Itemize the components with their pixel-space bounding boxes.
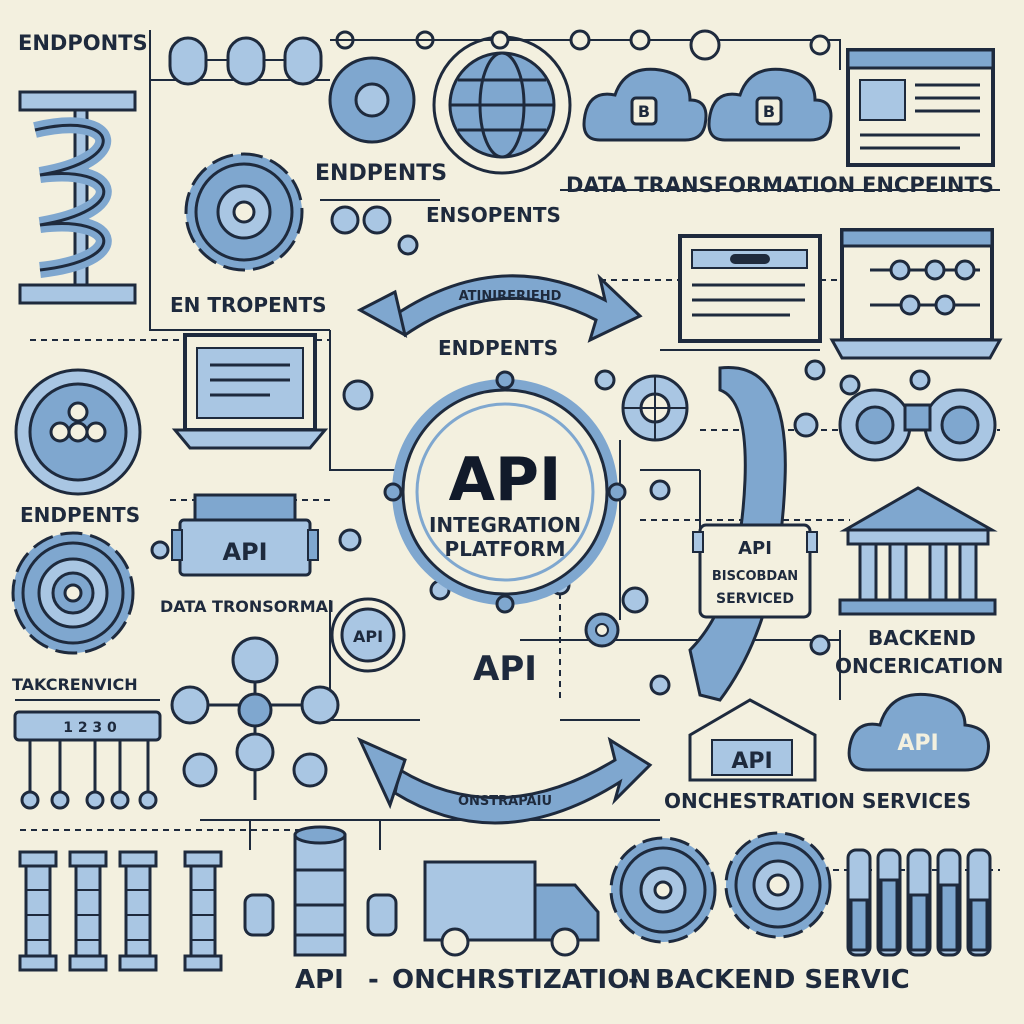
test-tube-rack-icon [846, 848, 992, 957]
small-node-right-of-center [584, 612, 620, 648]
api-service-line2: BISCOBDAN [712, 569, 798, 584]
bottom-arrow-text: ONSTRAPAIU [458, 794, 552, 809]
gear-icon-left [11, 531, 135, 655]
warehouse-api-icon: API [688, 698, 817, 782]
top-arrow-text: ATINIRERIEHD [459, 289, 562, 304]
lock-pin-icons [243, 893, 398, 937]
platform-subtitle-line2: PLATFORM [445, 537, 566, 561]
cloud-icon-1: B [582, 67, 708, 142]
network-node-cluster [170, 636, 340, 800]
label-backend-line1: BACKEND [868, 626, 976, 650]
api-server-stack: API [171, 493, 319, 577]
label-backend-line2: ONCERICATION [835, 654, 1003, 678]
database-icon [293, 825, 347, 957]
gear-icon-bottom-1 [609, 836, 717, 944]
label-endpoints-upper-center: ENDPENTS [315, 161, 447, 186]
api-service-line3: SERVICED [716, 591, 794, 607]
api-circle-node: API [330, 597, 406, 673]
octagon-node-icon [328, 30, 435, 144]
dashboard-window-icon [678, 234, 822, 343]
central-platform-ring: API INTEGRATION PLATFORM [383, 370, 627, 614]
coin-node-icon [14, 368, 142, 496]
compass-node-icon [621, 374, 689, 442]
label-orchestration-services: ONCHESTRATION SERVICES [664, 789, 971, 813]
bottom-caption: API - ONCHRSTIZATION - BACKEND SERVIC [295, 965, 910, 995]
label-endpoints-center: ENDPENTS [438, 336, 558, 360]
label-endpoints-left-mid: ENDPENTS [20, 503, 140, 527]
bank-building-icon [838, 486, 998, 616]
warehouse-api-label: API [731, 749, 772, 774]
caption-orchestration: ONCHRSTIZATION [392, 965, 651, 995]
api-service-title: API [738, 538, 772, 559]
laptop-flow-icon [829, 228, 1003, 360]
connector-lines [15, 30, 1000, 850]
binoculars-icon [838, 388, 997, 462]
platform-subtitle-line1: INTEGRATION [429, 513, 581, 537]
api-cloud-label: API [897, 731, 938, 756]
caption-dash-2: - [628, 965, 639, 995]
caption-api: API [295, 965, 344, 995]
spring-coil-icon [18, 90, 137, 305]
label-api-mid: API [473, 649, 537, 689]
caption-dash-1: - [368, 965, 379, 995]
label-entropents: EN TROPENTS [170, 293, 327, 317]
server-columns-icon [18, 850, 223, 972]
caption-backend: BACKEND SERVIC [655, 965, 910, 995]
cloud-1-letter: B [638, 102, 650, 121]
node-dots-top [569, 29, 831, 61]
cloud-icon-2: B [707, 67, 833, 142]
delivery-truck-icon [423, 860, 600, 957]
label-data-transformation-top: DATA TRANSFORMATION [566, 173, 855, 197]
bottom-curved-arrow: ONSTRAPAIU [356, 736, 653, 825]
api-circle-label: API [353, 627, 383, 646]
api-service-badge: API BISCOBDAN SERVICED [692, 523, 818, 619]
api-server-label: API [222, 538, 267, 566]
api-cloud-icon: API [847, 692, 991, 772]
laptop-icon [171, 333, 329, 450]
panel-code: 1 2 3 0 [63, 720, 117, 736]
label-endpoints-top-right: ENCPEINTS [862, 173, 994, 197]
label-data-transformation-mid: DATA TRONSORMAI [160, 597, 334, 616]
top-curved-arrow: ATINIRERIEHD [356, 273, 643, 343]
browser-window-icon [846, 48, 995, 167]
chain-link-icon [168, 36, 323, 86]
gear-icon-upper [184, 152, 304, 272]
label-endpoints-top-left: ENDPONTS [18, 31, 148, 55]
label-endpoints-second: ENSOPENTS [426, 203, 561, 227]
cloud-2-letter: B [763, 102, 775, 121]
label-takcrenvich: TAKCRENVICH [12, 675, 138, 694]
globe-icon [432, 30, 572, 175]
platform-title: API [449, 445, 562, 515]
connector-panel-icon: 1 2 3 0 [13, 710, 162, 810]
gear-icon-bottom-2 [724, 831, 832, 939]
